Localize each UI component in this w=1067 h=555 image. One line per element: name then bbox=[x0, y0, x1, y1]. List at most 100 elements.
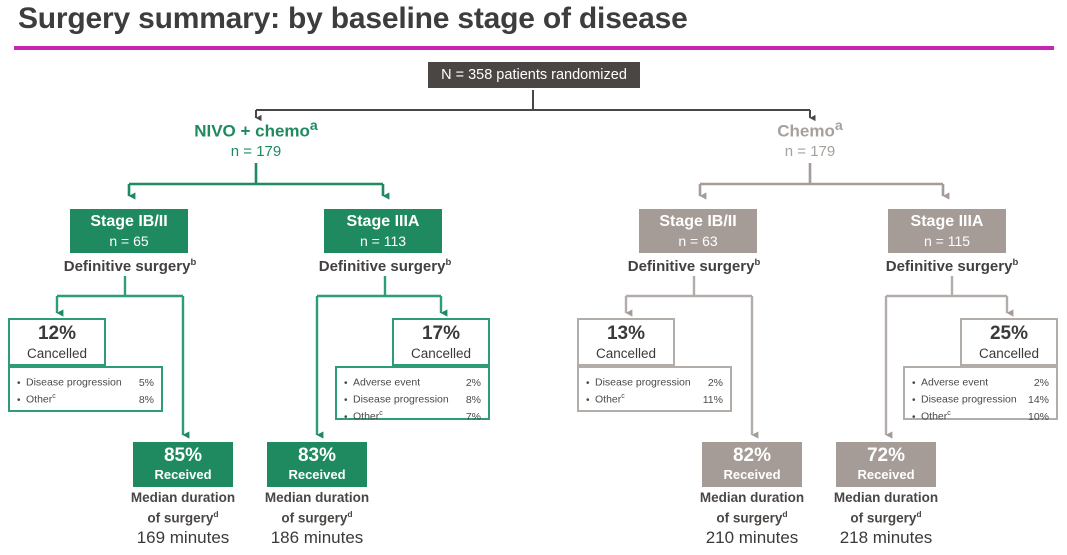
bullet-icon: • bbox=[17, 394, 21, 406]
reason-row: • Disease progression 8% bbox=[344, 390, 481, 407]
reason-label: Otherc bbox=[26, 393, 56, 406]
randomized-total-box: N = 358 patients randomized bbox=[428, 62, 640, 88]
median-duration-1: Median duration of surgeryd 169 minutes bbox=[103, 490, 263, 549]
received-label: Received bbox=[154, 467, 212, 482]
cancel-reasons-3: • Disease progression 2% • Otherc 11% bbox=[577, 366, 732, 412]
reason-value: 10% bbox=[1027, 410, 1049, 423]
reason-value: 5% bbox=[138, 376, 154, 389]
reason-value: 2% bbox=[465, 376, 481, 389]
bullet-icon: • bbox=[344, 411, 348, 423]
reason-row: • Otherc 8% bbox=[17, 390, 154, 407]
reason-row: • Adverse event 2% bbox=[912, 373, 1049, 390]
title-underline bbox=[14, 46, 1054, 50]
cancelled-percent: 12% bbox=[37, 323, 77, 344]
stage-box-chemo-iiia: Stage IIIA n = 115 bbox=[888, 209, 1006, 253]
bullet-icon: • bbox=[912, 411, 916, 423]
cancelled-percent: 25% bbox=[989, 323, 1029, 344]
reason-label: Otherc bbox=[595, 393, 625, 406]
cancelled-box-2: 17% Cancelled bbox=[392, 318, 490, 366]
reason-label: Disease progression bbox=[921, 393, 1017, 406]
received-percent: 82% bbox=[732, 445, 772, 466]
reason-row: • Otherc 10% bbox=[912, 407, 1049, 424]
bullet-icon: • bbox=[912, 394, 916, 406]
arm-name: NIVO + chemoa bbox=[194, 118, 318, 141]
median-duration-2: Median duration of surgeryd 186 minutes bbox=[237, 490, 397, 549]
reason-label: Disease progression bbox=[353, 393, 449, 406]
bullet-icon: • bbox=[912, 377, 916, 389]
stage-box-chemo-ib-ii: Stage IB/II n = 63 bbox=[639, 209, 757, 253]
reason-value: 8% bbox=[138, 393, 154, 406]
reason-value: 11% bbox=[702, 393, 723, 406]
median-value: 186 minutes bbox=[270, 527, 364, 547]
cancelled-percent: 17% bbox=[421, 323, 461, 344]
definitive-surgery-label-2: Definitive surgeryb bbox=[318, 257, 452, 275]
reason-value: 14% bbox=[1027, 393, 1049, 406]
received-percent: 72% bbox=[866, 445, 906, 466]
median-line-1: Median duration bbox=[699, 490, 805, 505]
arm-count: n = 179 bbox=[230, 142, 282, 160]
cancelled-box-3: 13% Cancelled bbox=[577, 318, 675, 366]
cancelled-label: Cancelled bbox=[978, 346, 1040, 361]
received-box-4: 72% Received bbox=[836, 442, 936, 487]
reason-value: 7% bbox=[465, 410, 481, 423]
median-value: 169 minutes bbox=[136, 527, 230, 547]
median-duration-3: Median duration of surgeryd 210 minutes bbox=[672, 490, 832, 549]
received-box-3: 82% Received bbox=[702, 442, 802, 487]
definitive-surgery-label-4: Definitive surgeryb bbox=[885, 257, 1019, 275]
median-line-2: of surgeryd bbox=[147, 509, 219, 526]
definitive-surgery-label-1: Definitive surgeryb bbox=[63, 257, 197, 275]
median-line-1: Median duration bbox=[264, 490, 370, 505]
received-box-1: 85% Received bbox=[133, 442, 233, 487]
median-line-2: of surgeryd bbox=[716, 509, 788, 526]
stage-box-nivo-iiia: Stage IIIA n = 113 bbox=[324, 209, 442, 253]
page-title: Surgery summary: by baseline stage of di… bbox=[18, 2, 688, 35]
reason-value: 2% bbox=[707, 376, 723, 389]
cancel-reasons-1: • Disease progression 5% • Otherc 8% bbox=[8, 366, 163, 412]
reason-label: Disease progression bbox=[595, 376, 691, 389]
reason-value: 8% bbox=[465, 393, 481, 406]
cancelled-percent: 13% bbox=[606, 323, 646, 344]
cancelled-label: Cancelled bbox=[595, 346, 657, 361]
received-label: Received bbox=[723, 467, 781, 482]
arm-header-chemo: Chemoa n = 179 bbox=[710, 116, 910, 162]
received-label: Received bbox=[857, 467, 915, 482]
stage-box-nivo-ib-ii: Stage IB/II n = 65 bbox=[70, 209, 188, 253]
stage-name: Stage IB/II bbox=[659, 213, 737, 230]
median-value: 210 minutes bbox=[705, 527, 799, 547]
median-duration-4: Median duration of surgeryd 218 minutes bbox=[806, 490, 966, 549]
received-percent: 85% bbox=[163, 445, 203, 466]
reason-row: • Disease progression 5% bbox=[17, 373, 154, 390]
received-box-2: 83% Received bbox=[267, 442, 367, 487]
cancel-reasons-4: • Adverse event 2% • Disease progression… bbox=[903, 366, 1058, 423]
stage-name: Stage IIIA bbox=[346, 213, 420, 230]
bullet-icon: • bbox=[344, 377, 348, 389]
cancelled-label: Cancelled bbox=[410, 346, 472, 361]
stage-count: n = 65 bbox=[109, 233, 149, 249]
reason-label: Adverse event bbox=[353, 376, 421, 389]
bullet-icon: • bbox=[344, 394, 348, 406]
cancelled-box-4: 25% Cancelled bbox=[960, 318, 1058, 366]
definitive-surgery-label-3: Definitive surgeryb bbox=[627, 257, 761, 275]
stage-name: Stage IIIA bbox=[910, 213, 984, 230]
stage-name: Stage IB/II bbox=[90, 213, 168, 230]
median-line-1: Median duration bbox=[130, 490, 236, 505]
received-percent: 83% bbox=[297, 445, 337, 466]
arm-count: n = 179 bbox=[784, 142, 836, 160]
reason-label: Otherc bbox=[353, 410, 383, 423]
reason-label: Disease progression bbox=[26, 376, 122, 389]
reason-row: • Otherc 7% bbox=[344, 407, 481, 424]
stage-count: n = 113 bbox=[359, 233, 407, 249]
reason-label: Adverse event bbox=[921, 376, 989, 389]
bullet-icon: • bbox=[17, 377, 21, 389]
reason-row: • Disease progression 14% bbox=[912, 390, 1049, 407]
median-line-2: of surgeryd bbox=[850, 509, 922, 526]
reason-value: 2% bbox=[1033, 376, 1049, 389]
received-label: Received bbox=[288, 467, 346, 482]
cancel-reasons-2: • Adverse event 2% • Disease progression… bbox=[335, 366, 490, 423]
reason-row: • Adverse event 2% bbox=[344, 373, 481, 390]
cancelled-box-1: 12% Cancelled bbox=[8, 318, 106, 366]
bullet-icon: • bbox=[586, 394, 590, 406]
arm-name: Chemoa bbox=[777, 118, 843, 141]
reason-row: • Disease progression 2% bbox=[586, 373, 723, 390]
